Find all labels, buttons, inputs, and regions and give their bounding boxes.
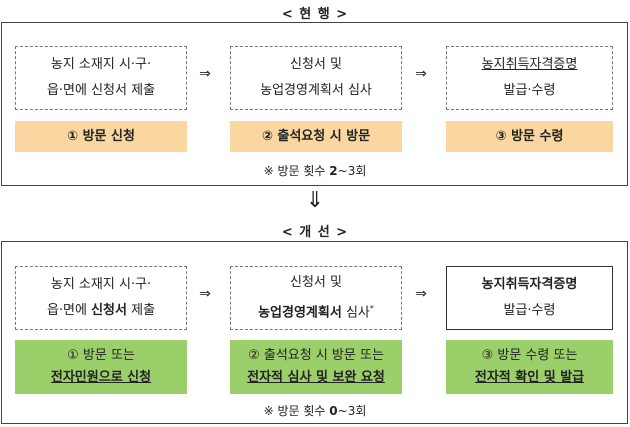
arrow-right-icon: ⇒ (199, 286, 211, 302)
arrow-right-icon: ⇒ (415, 286, 427, 302)
current-step-submit: 농지 소재지 시·구· 읍·면에 신청서 제출 (15, 46, 187, 110)
step-text: 농업경영계획서 심사 (260, 83, 372, 98)
step-text: 신청서 및 (290, 57, 342, 72)
step-text-part: 제출 (126, 303, 156, 318)
note-text: ※ 방문 횟수 (263, 404, 330, 418)
footnote-mark: * (369, 303, 374, 313)
arrow-right-icon: ⇒ (199, 66, 211, 82)
step-text: 읍·면에 신청서 제출 (47, 298, 155, 324)
note-text: ~3회 (337, 164, 367, 178)
improved-stage-1: ① 방문 또는 전자민원으로 신청 (15, 340, 187, 394)
stage-text: ③ 방문 수령 또는 (481, 348, 578, 363)
step-text: 신청서 및 (290, 274, 342, 290)
arrow-down-icon: ⇓ (305, 188, 325, 213)
stage-text-emphasis: 전자적 심사 및 보완 요청 (247, 370, 385, 385)
stage-text: ① 방문 또는 (67, 348, 135, 363)
improved-step-review: 신청서 및 농업경영계획서 심사* (230, 266, 402, 330)
current-stage-1: ① 방문 신청 (15, 121, 187, 152)
improved-step-issue: 농지취득자격증명 발급·수령 (446, 266, 613, 330)
note-text: ~3회 (337, 404, 367, 418)
stage-text: ② 출석요청 시 방문 또는 (248, 348, 384, 363)
step-text: 농지 소재지 시·구· (50, 57, 152, 72)
stage-text-emphasis: 전자민원으로 신청 (50, 370, 152, 385)
step-text: 발급·수령 (503, 83, 556, 98)
current-step-review: 신청서 및 농업경영계획서 심사 (230, 46, 402, 110)
step-text: 농업경영계획서 심사* (258, 296, 374, 326)
current-stage-3: ③ 방문 수령 (446, 121, 613, 152)
note-count: 0 (329, 404, 338, 418)
current-step-issue: 농지취득자격증명 발급·수령 (446, 46, 613, 110)
note-text: ※ 방문 횟수 (263, 164, 330, 178)
improved-stage-3: ③ 방문 수령 또는 전자적 확인 및 발급 (446, 340, 613, 394)
step-text: 읍·면에 신청서 제출 (46, 83, 156, 98)
note-count: 2 (329, 164, 338, 178)
step-text-bold: 농업경영계획서 (258, 305, 342, 321)
current-visit-note: ※ 방문 횟수 2~3회 (0, 162, 630, 179)
current-section-title: < 현 행 > (281, 7, 349, 22)
improved-step-submit: 농지 소재지 시·구· 읍·면에 신청서 제출 (15, 266, 187, 330)
arrow-right-icon: ⇒ (415, 66, 427, 82)
step-text-part: 읍·면에 (46, 303, 92, 318)
step-text-part: 심사 (341, 305, 370, 321)
step-text: 농지취득자격증명 (481, 57, 578, 72)
stage-text-emphasis: 전자적 확인 및 발급 (474, 370, 585, 385)
improved-stage-2: ② 출석요청 시 방문 또는 전자적 심사 및 보완 요청 (230, 340, 402, 394)
step-text: 발급·수령 (503, 303, 556, 318)
step-text: 농지 소재지 시·구· (50, 277, 152, 292)
step-text-bold: 신청서 (91, 303, 127, 318)
step-text-bold: 농지취득자격증명 (481, 277, 578, 292)
improved-visit-note: ※ 방문 횟수 0~3회 (0, 402, 630, 419)
improved-section-title: < 개 선 > (281, 225, 349, 240)
current-stage-2: ② 출석요청 시 방문 (230, 121, 402, 152)
